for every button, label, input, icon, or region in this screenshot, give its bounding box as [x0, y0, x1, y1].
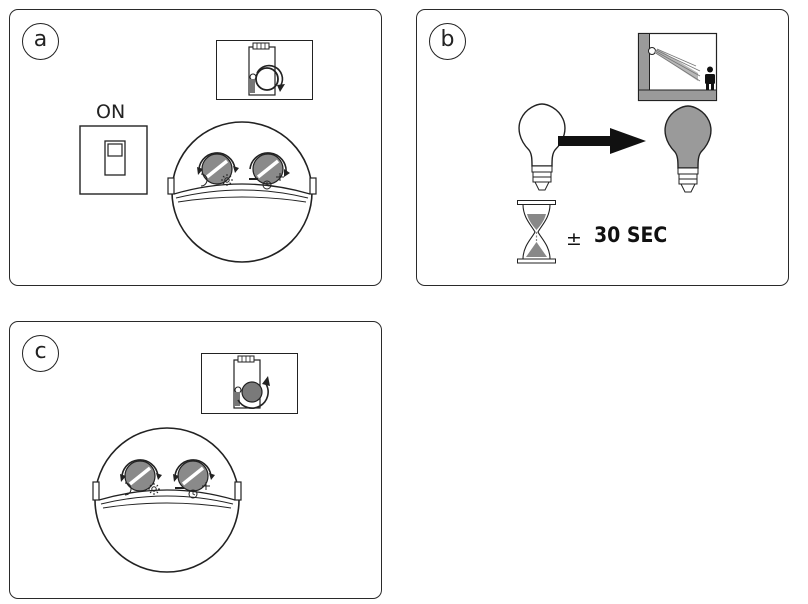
inset-turn-dial-back: [201, 353, 298, 414]
clock-icon: [262, 180, 272, 190]
bulb-off-icon: [518, 103, 566, 191]
sensor-back-icon: [248, 42, 279, 96]
time-dial-icon: [173, 459, 215, 492]
light-dial-icon: [197, 152, 239, 185]
step-badge-b: b: [429, 23, 466, 60]
arrow-right-icon: [558, 128, 646, 154]
plus-icon: [276, 173, 284, 181]
wall-switch-icon: [79, 125, 148, 195]
light-dial-icon: [120, 459, 162, 492]
sensor-housing-icon: [167, 121, 317, 263]
detection-room-icon: [637, 32, 718, 102]
minus-icon: [249, 178, 258, 180]
hourglass-icon: [517, 200, 556, 264]
switch-state-label: ON: [96, 101, 126, 123]
step-badge-a: a: [22, 23, 59, 60]
moon-icon: [124, 482, 132, 496]
rotate-clockwise-icon: [256, 64, 285, 92]
sun-icon: [221, 174, 233, 186]
minus-icon: [175, 487, 184, 489]
panel-a: a ON: [9, 9, 382, 286]
step-badge-c: c: [22, 335, 59, 372]
bulb-on-icon: [664, 105, 712, 193]
inset-turn-dial: [216, 40, 313, 100]
panel-c: c: [9, 321, 382, 599]
sensor-housing-icon: [92, 427, 242, 573]
clock-icon: [188, 489, 198, 499]
time-dial-icon: [249, 152, 290, 185]
plus-minus-sign: ±: [566, 228, 582, 250]
panel-b: b: [416, 9, 789, 286]
sun-icon: [148, 483, 160, 495]
moon-icon: [200, 173, 208, 187]
person-icon: [705, 66, 715, 90]
rotate-counterclockwise-icon: [237, 376, 270, 409]
plus-icon: [202, 482, 210, 490]
delay-time-text: 30 SEC: [594, 223, 668, 247]
